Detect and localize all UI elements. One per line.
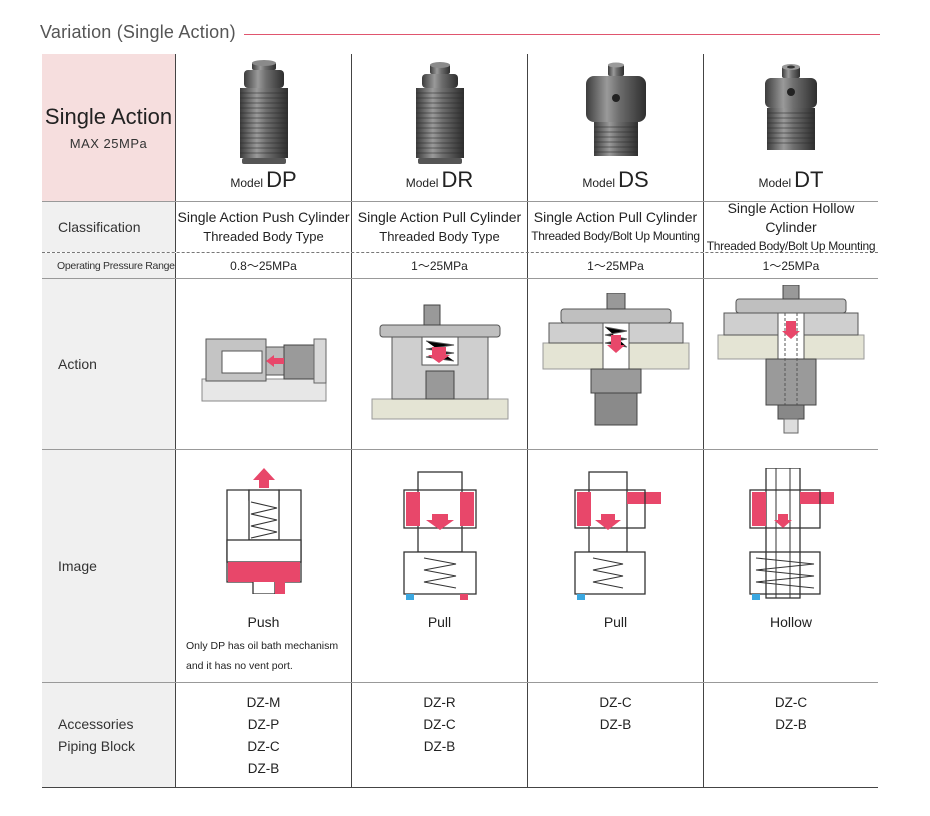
image-caption-dt: Hollow xyxy=(769,614,812,630)
action-label: Action xyxy=(42,279,175,449)
accessory-item: DZ-B xyxy=(423,739,456,754)
accessory-item: DZ-C xyxy=(599,695,632,710)
classification-row: Classification Single Action Push Cylind… xyxy=(42,199,878,253)
image-caption-dr: Pull xyxy=(427,614,452,630)
image-row: Image Push Only DP has oil bath mechanis… xyxy=(42,450,878,683)
ds-action-diagram xyxy=(542,293,689,426)
pressure-ds: 1〜25MPa xyxy=(527,253,703,278)
action-dr xyxy=(351,279,527,449)
oil-bath-note: Only DP has oil bath mechanism and it ha… xyxy=(186,636,338,676)
action-ds xyxy=(527,279,703,449)
class-line1: Single Action Push Cylinder xyxy=(177,209,350,225)
product-header-row: Single Action MAX 25MPa xyxy=(42,54,878,202)
pressure-value: 1〜25MPa xyxy=(587,259,644,273)
image-label: Image xyxy=(42,450,175,682)
class-line1: Single Action Pull Cylinder xyxy=(533,209,698,225)
dr-product-photo xyxy=(415,62,464,164)
pressure-row: Operating Pressure Range 0.8〜25MPa 1〜25M… xyxy=(42,253,878,279)
image-dp: Push Only DP has oil bath mechanism and … xyxy=(175,450,351,682)
accessory-item: DZ-M xyxy=(246,695,281,710)
image-caption-ds: Pull xyxy=(603,614,628,630)
action-dt xyxy=(703,279,878,449)
single-action-box: Single Action MAX 25MPa xyxy=(42,54,175,201)
model-code-ds: DS xyxy=(618,167,649,192)
accessory-item: DZ-B xyxy=(599,717,632,732)
model-prefix: Model xyxy=(405,176,439,190)
accessory-item: DZ-C xyxy=(423,717,456,732)
action-row: Action xyxy=(42,279,878,450)
ds-product-photo xyxy=(585,62,646,156)
pressure-value: 1〜25MPa xyxy=(411,259,468,273)
pressure-label: Operating Pressure Range xyxy=(42,253,175,278)
accessories-row: Accessories Piping Block DZ-M DZ-P DZ-C … xyxy=(42,683,878,788)
image-caption-dp: Push xyxy=(247,614,280,630)
model-prefix: Model xyxy=(230,176,264,190)
note-line2: and it has no vent port. xyxy=(186,660,293,672)
image-ds: Pull xyxy=(527,450,703,682)
dp-push-schematic xyxy=(225,468,302,594)
accessories-dt: DZ-C DZ-B xyxy=(703,683,878,787)
class-line1: Single Action Hollow Cylinder xyxy=(727,199,855,235)
model-code-dt: DT xyxy=(794,167,824,192)
title-rule xyxy=(244,34,880,35)
accessories-label-line2: Piping Block xyxy=(58,738,136,754)
model-prefix: Model xyxy=(758,176,792,190)
pressure-value: 1〜25MPa xyxy=(762,259,820,273)
section-title-row: Variation (Single Action) xyxy=(40,22,880,48)
dr-action-diagram xyxy=(371,304,508,420)
accessory-item: DZ-C xyxy=(247,739,280,754)
pressure-dt: 1〜25MPa xyxy=(703,253,878,278)
accessories-ds: DZ-C DZ-B xyxy=(527,683,703,787)
accessories-label: Accessories Piping Block xyxy=(42,683,175,787)
class-line2: Threaded Body/Bolt Up Mounting xyxy=(706,238,876,253)
pressure-dr: 1〜25MPa xyxy=(351,253,527,278)
image-dt: Hollow xyxy=(703,450,878,682)
page-title: Variation (Single Action) xyxy=(40,22,236,42)
class-line1: Single Action Pull Cylinder xyxy=(357,209,522,225)
dt-hollow-schematic xyxy=(749,468,834,600)
dt-action-diagram xyxy=(717,285,865,434)
note-line1: Only DP has oil bath mechanism xyxy=(186,640,339,652)
dt-product-photo xyxy=(765,64,817,150)
accessory-item: DZ-R xyxy=(423,695,456,710)
class-line2: Threaded Body Type xyxy=(379,229,500,244)
accessory-item: DZ-B xyxy=(775,717,807,732)
dp-product-photo xyxy=(239,60,288,164)
class-line2: Threaded Body Type xyxy=(203,229,324,244)
model-prefix: Model xyxy=(582,176,616,190)
variation-table: Single Action MAX 25MPa xyxy=(42,54,878,788)
single-action-title: Single Action xyxy=(44,104,173,129)
dp-action-diagram xyxy=(201,338,326,402)
pressure-value: 0.8〜25MPa xyxy=(230,259,297,273)
accessories-dp: DZ-M DZ-P DZ-C DZ-B xyxy=(175,683,351,787)
model-code-dr: DR xyxy=(441,167,474,192)
classification-label: Classification xyxy=(42,202,175,252)
image-dr: Pull xyxy=(351,450,527,682)
accessory-item: DZ-C xyxy=(774,695,808,710)
accessories-dr: DZ-R DZ-C DZ-B xyxy=(351,683,527,787)
accessory-item: DZ-B xyxy=(247,761,280,776)
model-code-dp: DP xyxy=(266,167,297,192)
dr-pull-schematic xyxy=(402,471,477,600)
action-dp xyxy=(175,279,351,449)
accessories-label-line1: Accessories xyxy=(58,716,134,732)
max-pressure: MAX 25MPa xyxy=(69,136,148,151)
class-line2: Threaded Body/Bolt Up Mounting xyxy=(531,229,700,243)
accessory-item: DZ-P xyxy=(247,717,280,732)
ds-pull-schematic xyxy=(573,471,661,600)
pressure-dp: 0.8〜25MPa xyxy=(175,253,351,278)
